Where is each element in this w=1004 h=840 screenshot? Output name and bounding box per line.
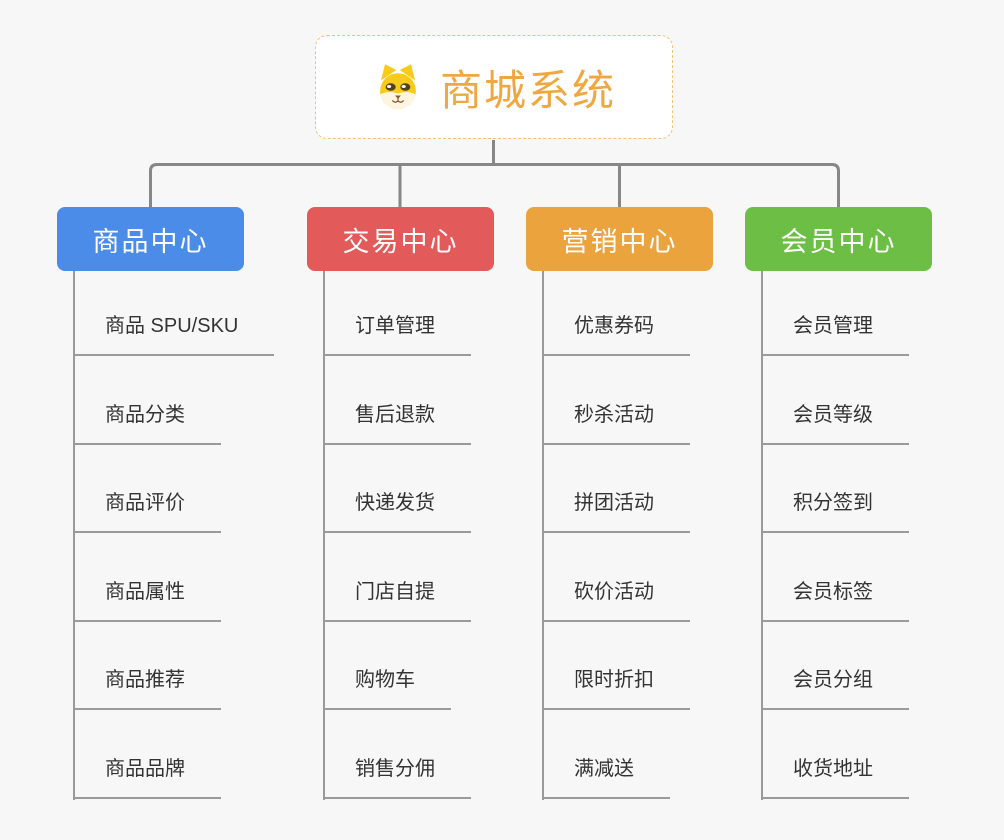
branch-node-member-center[interactable]: 会员中心 [745,207,932,271]
leaf-node[interactable]: 砍价活动 [542,579,690,622]
leaf-node[interactable]: 积分签到 [761,490,909,533]
leaf-node[interactable]: 满减送 [542,756,670,799]
leaf-node[interactable]: 优惠券码 [542,313,690,356]
leaf-node[interactable]: 门店自提 [323,579,471,622]
leaf-node[interactable]: 收货地址 [761,756,909,799]
leaf-node[interactable]: 商品属性 [73,579,221,622]
leaf-node[interactable]: 限时折扣 [542,667,690,710]
branch-trunk-line [761,271,763,800]
leaf-node[interactable]: 售后退款 [323,402,471,445]
leaf-node[interactable]: 商品品牌 [73,756,221,799]
leaf-node[interactable]: 订单管理 [323,313,471,356]
leaf-node[interactable]: 商品推荐 [73,667,221,710]
leaf-node[interactable]: 商品 SPU/SKU [73,313,275,356]
leaf-node[interactable]: 拼团活动 [542,490,690,533]
leaf-node[interactable]: 销售分佣 [323,756,471,799]
leaf-node[interactable]: 购物车 [323,667,451,710]
root-title: 商城系统 [439,66,616,114]
branch-product-center: 商品中心 商品 SPU/SKU 商品分类 商品评价 商品属性 商品推荐 商品品牌 [57,207,275,840]
leaf-node[interactable]: 商品评价 [73,490,221,533]
branch-trade-center: 交易中心 订单管理 售后退款 快递发货 门店自提 购物车 销售分佣 [307,207,494,840]
branch-bar-line [149,163,840,207]
leaf-node[interactable]: 商品分类 [73,402,221,445]
dog-face-icon [372,61,424,113]
branch-trunk-line [323,271,325,800]
branch-member-center: 会员中心 会员管理 会员等级 积分签到 会员标签 会员分组 收货地址 [745,207,932,840]
leaf-node[interactable]: 会员等级 [761,402,909,445]
branch-node-product-center[interactable]: 商品中心 [57,207,244,271]
branch-trunk-line [73,271,75,800]
branch-node-marketing-center[interactable]: 营销中心 [526,207,713,271]
leaf-node[interactable]: 会员管理 [761,313,909,356]
root-node[interactable]: 商城系统 [315,35,673,139]
leaf-node[interactable]: 秒杀活动 [542,402,690,445]
branch-trunk-line [542,271,544,800]
branch-node-trade-center[interactable]: 交易中心 [307,207,494,271]
leaf-node[interactable]: 会员标签 [761,579,909,622]
branch-marketing-center: 营销中心 优惠券码 秒杀活动 拼团活动 砍价活动 限时折扣 满减送 [526,207,713,840]
leaf-node[interactable]: 快递发货 [323,490,471,533]
leaf-node[interactable]: 会员分组 [761,667,909,710]
